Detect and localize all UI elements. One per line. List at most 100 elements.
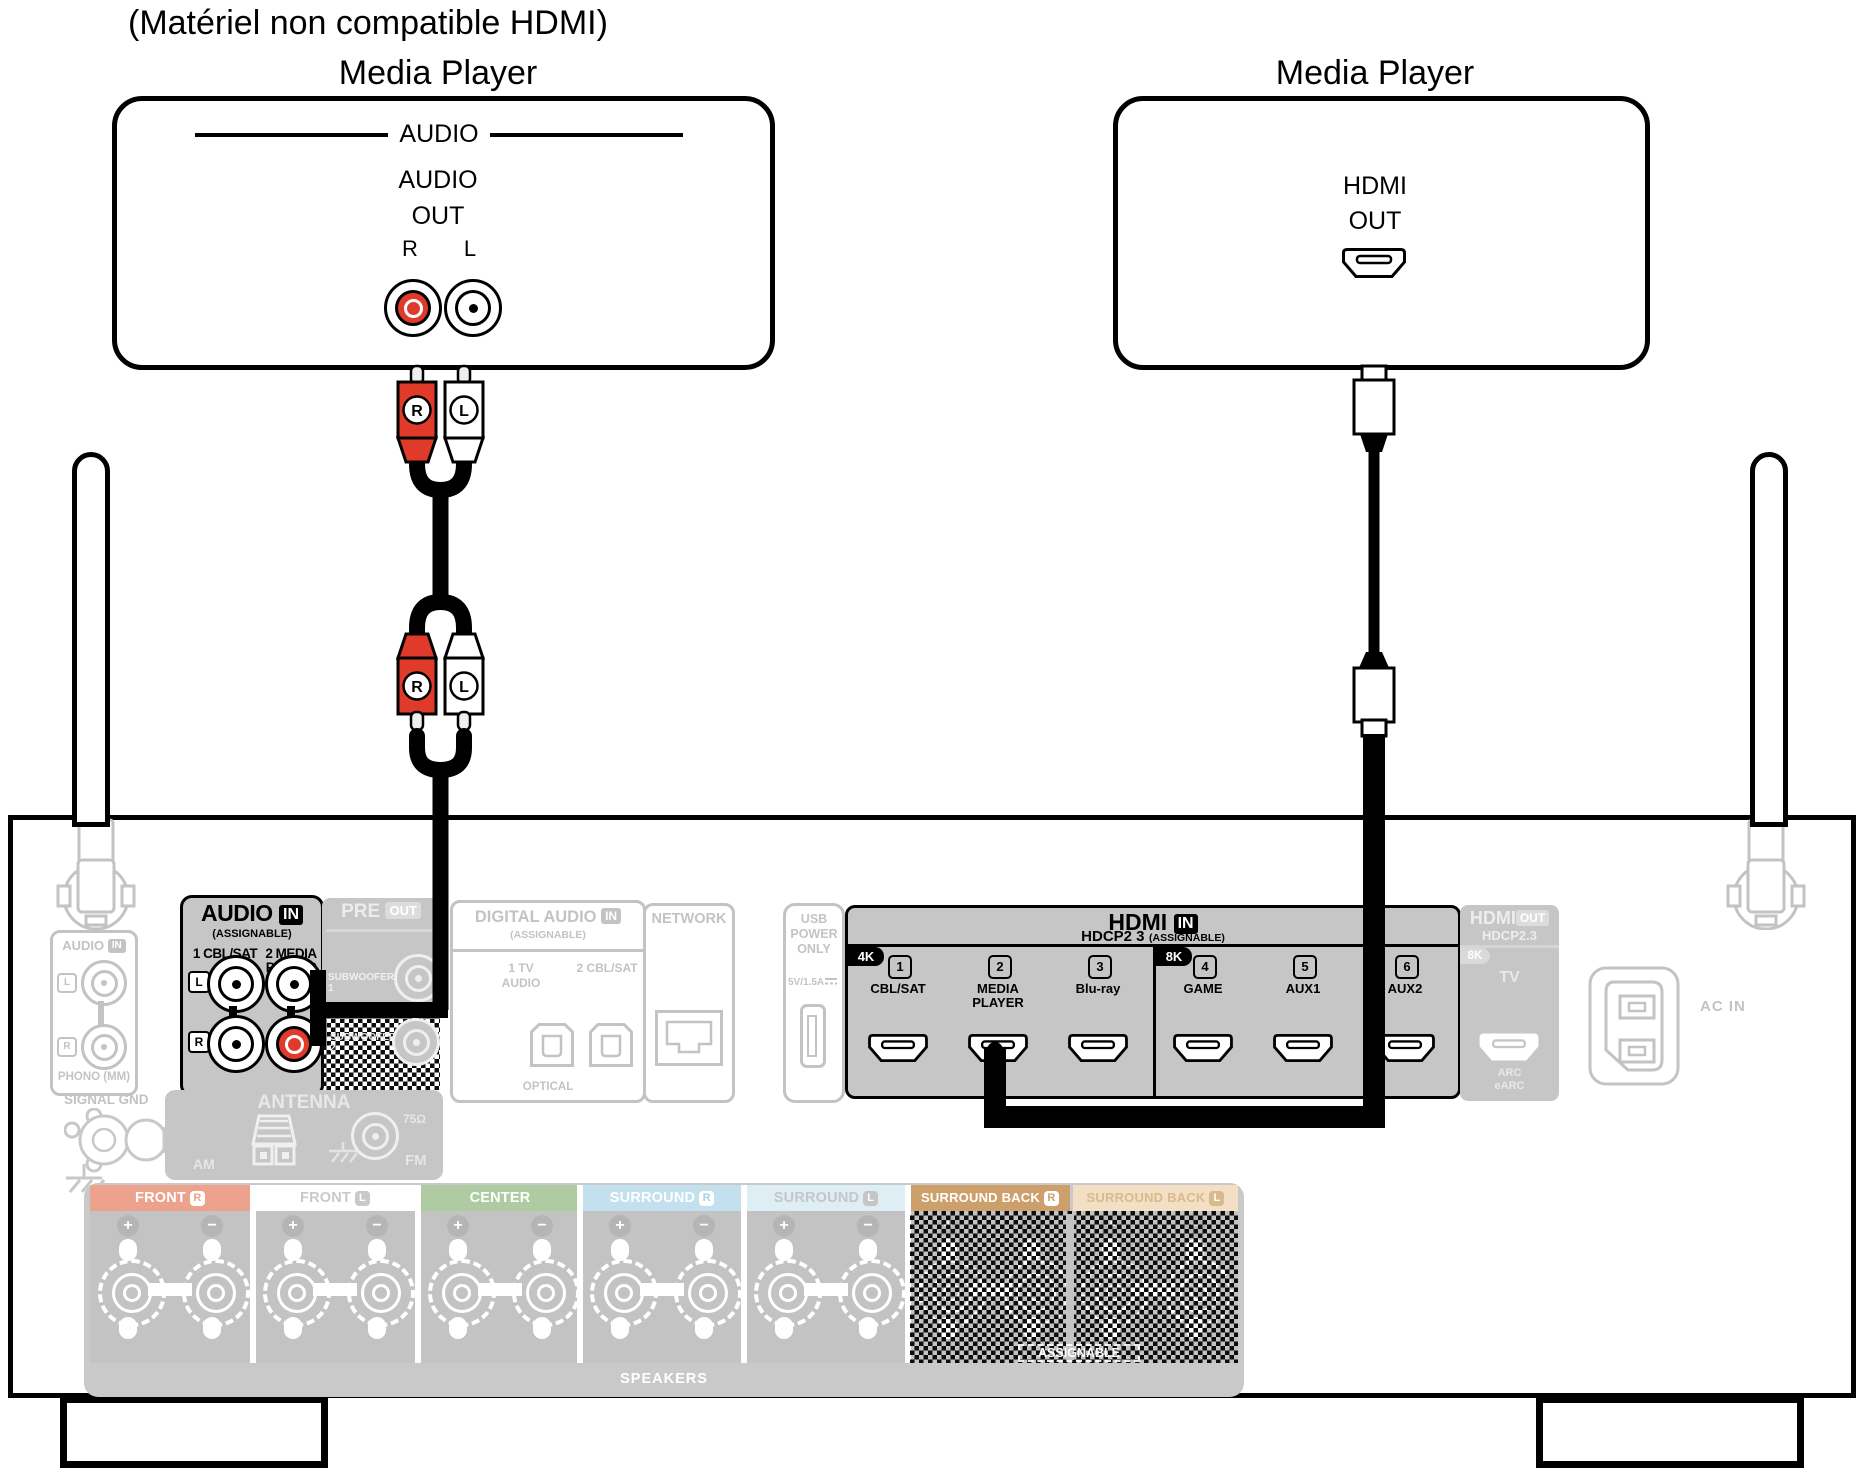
post-link-bar: [313, 1283, 357, 1296]
post-bottom: [695, 1317, 713, 1339]
post-bottom: [859, 1317, 877, 1339]
phono-panel: AUDIO IN L R PHONO (MM): [50, 930, 138, 1096]
mediaplayer-jack-l-icon: [265, 955, 323, 1013]
hdmi-port-2-icon: [967, 1034, 1029, 1062]
left-antenna-base-icon: [52, 818, 142, 930]
speaker-header-center: CENTER: [420, 1185, 580, 1211]
post-top: [533, 1239, 551, 1261]
surround-back-hatch-area: [910, 1211, 1238, 1363]
jack-label-l: L: [463, 236, 477, 261]
post-link-bar: [478, 1283, 522, 1296]
post-bottom: [284, 1317, 302, 1339]
post-top: [203, 1239, 221, 1261]
signal-gnd-label: SIGNAL GND: [64, 1092, 149, 1107]
rca-plug-letter: L: [459, 403, 469, 420]
audio-in-l-label: L: [188, 971, 210, 993]
hdmi-out-8k-tab: 8K: [1460, 948, 1490, 964]
polarity-sign: +: [773, 1215, 795, 1237]
polarity-sign: −: [201, 1215, 223, 1237]
usb-spec-label: 5V/1.5A: [788, 977, 825, 988]
post-bottom: [368, 1317, 386, 1339]
polarity-sign: −: [693, 1215, 715, 1237]
left-antenna-rod: [72, 452, 110, 827]
right-antenna-rod: [1750, 452, 1788, 827]
post-link-bar: [148, 1283, 192, 1296]
usb-port-icon: [800, 1004, 826, 1068]
usb-label-2: POWER: [790, 927, 838, 941]
network-header: NETWORK: [651, 911, 727, 927]
rca-plug-letter: R: [411, 679, 423, 696]
speaker-badge: L: [863, 1191, 879, 1206]
cblsat-jack-r-icon: [207, 1015, 265, 1073]
divider-line-right: [490, 133, 683, 137]
audio-in-assignable: (ASSIGNABLE): [212, 928, 292, 940]
audio-in-panel: AUDIO IN (ASSIGNABLE) 1 CBL/SAT 2 MEDIA …: [180, 895, 324, 1097]
speaker-terminals-front-r: +−: [90, 1211, 250, 1363]
receiver-foot-left: [60, 1396, 328, 1468]
optical1-label-1: 1 TV: [508, 961, 534, 975]
right-device-title: Media Player: [1275, 54, 1475, 92]
digital-audio-assignable: (ASSIGNABLE): [510, 929, 586, 941]
hdmi-port-5-number: 5: [1293, 955, 1317, 979]
phono-in-badge: IN: [107, 939, 126, 953]
cblsat-jack-l-icon: [207, 955, 265, 1013]
rca-plug-letter: R: [411, 403, 423, 420]
speaker-label: FRONT: [135, 1190, 186, 1206]
usb-label-1: USB: [800, 912, 828, 926]
hdmi-out-hdcp: HDCP2.3: [1482, 928, 1537, 943]
hdmi-port-4-icon: [1172, 1034, 1234, 1062]
hdmi-port-6-number: 6: [1395, 955, 1419, 979]
device-rca-jack-r-icon: [384, 279, 442, 337]
speaker-label: FRONT: [300, 1190, 351, 1206]
antenna-header: ANTENNA: [257, 1092, 351, 1113]
phono-jack-link: [98, 1001, 104, 1027]
speaker-terminals-center: +−: [420, 1211, 580, 1363]
receiver-foot-right: [1536, 1396, 1804, 1468]
hdmi-port-4-number: 4: [1193, 955, 1217, 979]
speaker-terminals-surround-l: +−: [746, 1211, 906, 1363]
hdmi-port-6-label: AUX2: [1387, 981, 1423, 996]
speaker-label: CENTER: [469, 1190, 531, 1206]
rca-plug-top-l-icon: L: [442, 364, 486, 464]
phono-jack-r-icon: [81, 1024, 127, 1070]
speakers-assignable-label: ASSIGNABLE: [1018, 1344, 1140, 1362]
section-gap: [577, 1185, 583, 1363]
am-label: AM: [193, 1156, 215, 1172]
right-device-box: [1113, 96, 1650, 370]
post-knob-icon: [182, 1259, 250, 1327]
hdmi-in-panel: HDMI IN HDCP2 3 (ASSIGNABLE) 4K 8K 1 CBL…: [845, 905, 1461, 1099]
section-gap: [250, 1185, 256, 1363]
speaker-terminals-surround-r: +−: [582, 1211, 742, 1363]
phono-l-label: L: [57, 973, 77, 993]
hdmi-port-1-label: CBL/SAT: [870, 981, 926, 996]
audio-in-header: AUDIO: [200, 900, 273, 926]
polarity-sign: +: [609, 1215, 631, 1237]
speaker-label: SURROUND BACK: [921, 1190, 1040, 1205]
audio-out-label-1: AUDIO: [398, 166, 478, 194]
right-antenna-base-icon: [1722, 818, 1812, 930]
tab-8k: 8K: [1156, 947, 1192, 966]
section-gap: [905, 1185, 911, 1363]
hdmi-4k8k-divider: [1153, 944, 1156, 1096]
hdmi-plug-top-icon: [1352, 364, 1396, 452]
ac-inlet-icon: [1588, 966, 1682, 1086]
jack-label-r: R: [402, 236, 418, 261]
left-device-title: Media Player: [338, 54, 538, 92]
hdmi-out-earc-label: eARC: [1494, 1080, 1525, 1092]
post-top: [119, 1239, 137, 1261]
audio-out-label-2: OUT: [411, 202, 465, 230]
polarity-sign: −: [531, 1215, 553, 1237]
network-panel: NETWORK: [643, 903, 735, 1103]
phono-caption: PHONO (MM): [57, 1071, 131, 1083]
post-bottom: [775, 1317, 793, 1339]
am-terminal-icon: [241, 1112, 307, 1172]
speaker-badge: R: [189, 1191, 205, 1206]
subwoofer2-label: SUBWOOFER 2: [330, 1032, 397, 1054]
mediaplayer-jack-r-icon: [265, 1015, 323, 1073]
post-bottom: [203, 1317, 221, 1339]
hdmi-port-3-number: 3: [1088, 955, 1112, 979]
antenna-ground-icon: [323, 1142, 363, 1174]
